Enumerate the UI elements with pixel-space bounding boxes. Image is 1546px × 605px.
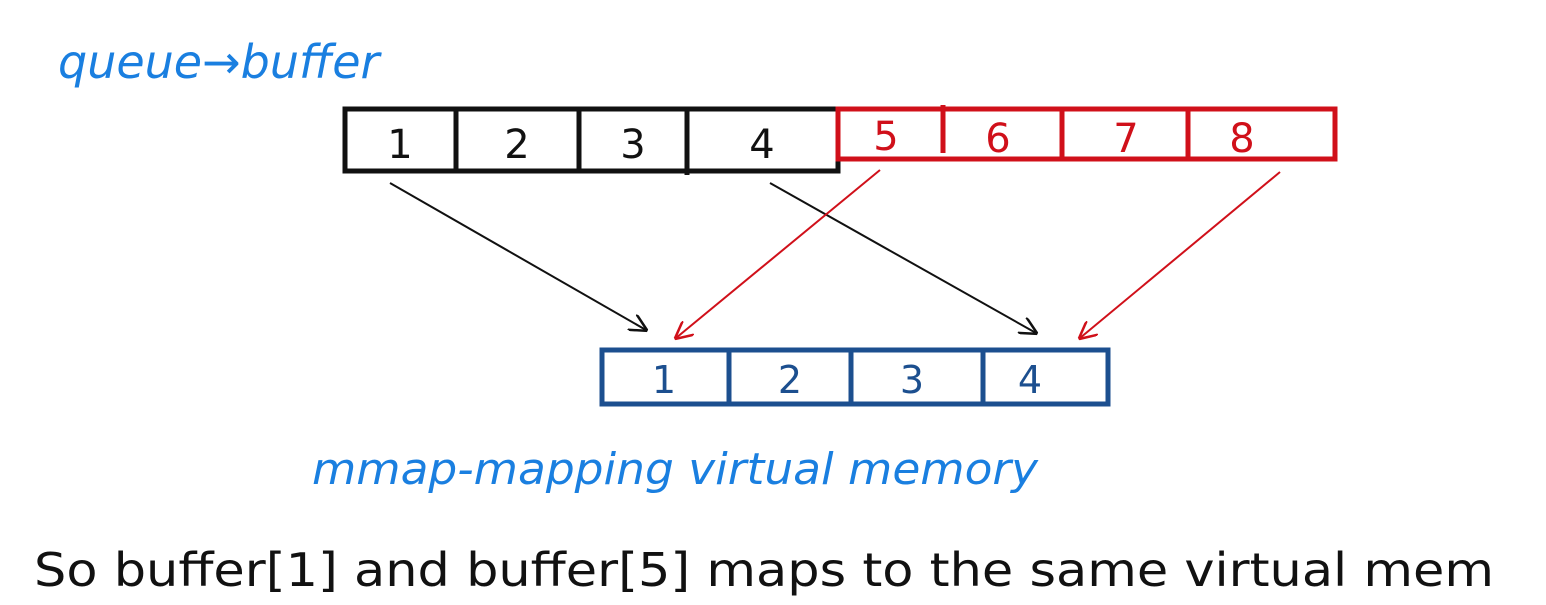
queue-box-second-half xyxy=(835,106,1338,162)
queue-cell-2: 2 xyxy=(504,122,529,168)
mapping-arrows xyxy=(389,169,1281,338)
queue-cell-6: 6 xyxy=(985,116,1010,162)
virtual-cell-4: 4 xyxy=(1018,358,1042,402)
queue-cell-1: 1 xyxy=(387,122,412,168)
virtual-memory-box: 1 2 3 4 xyxy=(599,347,1111,407)
virtual-cell-1: 1 xyxy=(652,358,676,402)
virtual-cell-2: 2 xyxy=(778,358,802,402)
queue-buffer-second-half: 5 6 7 8 xyxy=(835,105,1338,162)
queue-cell-5: 5 xyxy=(873,114,898,160)
arrow-cell-1-to-virtual-1 xyxy=(389,182,646,330)
caption: So buffer[1] and buffer[5] maps to the s… xyxy=(34,543,1494,597)
virtual-cell-3: 3 xyxy=(900,358,924,402)
arrow-cell-8-to-virtual-4 xyxy=(1080,171,1281,338)
mmap-label: mmap-mapping virtual memory xyxy=(312,444,1039,495)
queue-cell-4: 4 xyxy=(749,122,774,168)
queue-cell-8: 8 xyxy=(1229,116,1254,162)
title-label: queue→buffer xyxy=(58,35,383,89)
queue-cell-7: 7 xyxy=(1113,116,1138,162)
virtual-box-outline xyxy=(599,347,1111,407)
queue-buffer-first-half: 1 2 3 4 xyxy=(342,106,841,175)
arrow-cell-5-to-virtual-1 xyxy=(676,169,881,338)
queue-cell-3: 3 xyxy=(620,122,645,168)
arrow-cell-4-to-virtual-4 xyxy=(769,182,1036,333)
